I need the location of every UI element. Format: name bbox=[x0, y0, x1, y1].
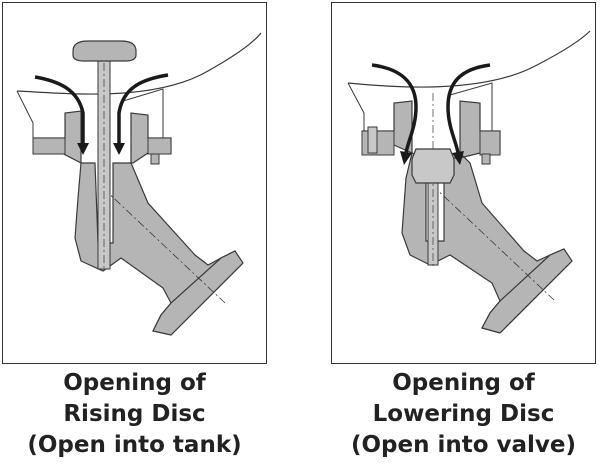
stem bbox=[427, 172, 439, 266]
lowering-disc-valve-drawing bbox=[347, 30, 591, 334]
bolt-right bbox=[481, 153, 491, 165]
rising-disc-diagram bbox=[2, 2, 267, 364]
outlet-flange bbox=[152, 250, 244, 336]
rising-disc-valve-drawing bbox=[16, 32, 262, 336]
flange-right-block bbox=[147, 137, 172, 155]
caption-line: (Open into valve) bbox=[350, 432, 577, 458]
caption-line: Opening of bbox=[392, 370, 535, 396]
lowering-disc bbox=[411, 148, 455, 184]
bolt bbox=[150, 153, 160, 165]
tank-flange-right bbox=[449, 82, 493, 135]
caption-line: Opening of bbox=[63, 370, 206, 396]
rising-disc-caption: Opening of Rising Disc (Open into tank) bbox=[2, 368, 267, 461]
outlet-centerline bbox=[431, 184, 555, 301]
bolt-left bbox=[367, 126, 378, 154]
caption-line: Lowering Disc bbox=[372, 401, 555, 427]
flow-arrowhead-left bbox=[77, 143, 89, 155]
tank-flange-right bbox=[122, 88, 164, 138]
lowering-disc-diagram bbox=[331, 2, 596, 364]
flow-arrow-right bbox=[446, 63, 491, 154]
flow-arrow-right bbox=[117, 73, 169, 145]
tank-flange-left bbox=[347, 82, 365, 133]
flange-left-block bbox=[361, 130, 395, 156]
rising-disc bbox=[72, 40, 137, 62]
caption-line: (Open into tank) bbox=[27, 432, 242, 458]
lowering-disc-caption: Opening of Lowering Disc (Open into valv… bbox=[331, 368, 596, 461]
flow-arrowhead-right bbox=[113, 143, 125, 155]
tank-flange-left bbox=[16, 90, 65, 139]
caption-line: Rising Disc bbox=[63, 401, 206, 427]
flow-arrowhead-left bbox=[400, 151, 412, 165]
tank-wall bbox=[16, 32, 262, 95]
flow-arrow-left bbox=[34, 75, 85, 145]
outlet-centerline bbox=[102, 187, 226, 304]
flange-right-block bbox=[479, 130, 501, 156]
tank-wall bbox=[347, 30, 591, 88]
flow-arrowhead-right bbox=[452, 151, 464, 165]
flange-left-block bbox=[32, 137, 66, 155]
outlet-flange bbox=[481, 248, 573, 334]
flow-arrow-left bbox=[371, 63, 418, 154]
